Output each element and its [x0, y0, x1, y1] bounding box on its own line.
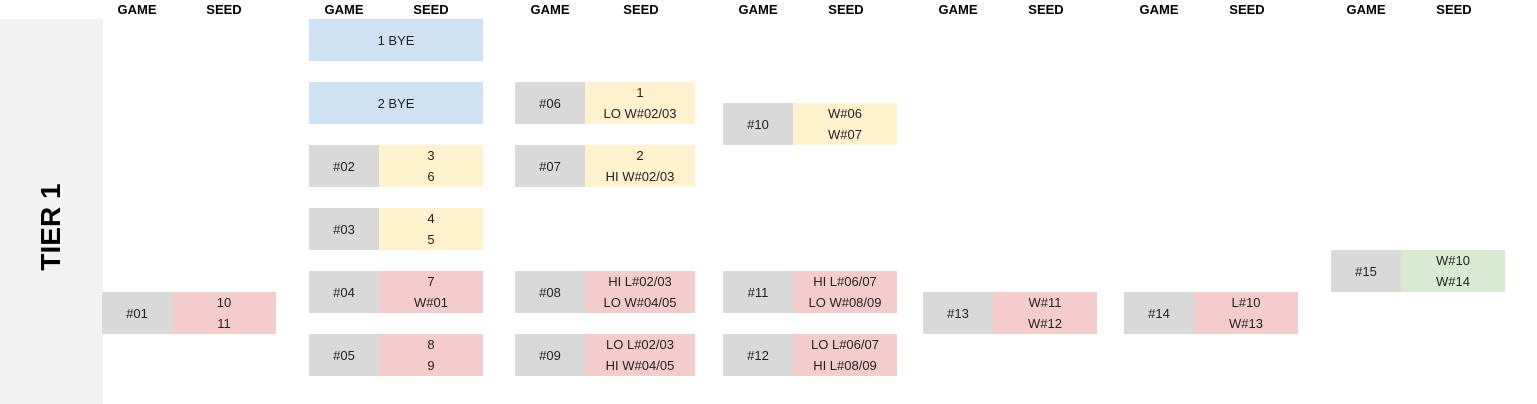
header-game-col2: GAME — [324, 2, 364, 17]
header-game-col1: GAME — [117, 2, 157, 17]
game-08-number[interactable]: #08 — [515, 271, 585, 313]
header-seed-col4: SEED — [828, 2, 864, 17]
seed-line: W#11 — [1028, 295, 1062, 310]
header-seed-col5: SEED — [1028, 2, 1064, 17]
seed-line: LO L#06/07 — [811, 337, 879, 352]
game-09-seeds[interactable]: LO L#02/03 HI W#04/05 — [585, 334, 695, 376]
seed-line: HI W#04/05 — [605, 358, 675, 373]
seed-line: W#12 — [1028, 316, 1062, 331]
game-01-seeds[interactable]: 10 11 — [172, 292, 276, 334]
seed-line: 10 — [216, 295, 232, 310]
seed-line: LO W#02/03 — [603, 106, 677, 121]
seed-line: L#10 — [1231, 295, 1261, 310]
seed-line: HI L#02/03 — [608, 274, 672, 289]
seed-line: W#14 — [1436, 274, 1470, 289]
seed-line: LO L#02/03 — [606, 337, 674, 352]
seed-line: W#07 — [828, 127, 862, 142]
game-03-seeds[interactable]: 4 5 — [379, 208, 483, 250]
game-08-seeds[interactable]: HI L#02/03 LO W#04/05 — [585, 271, 695, 313]
game-04-number[interactable]: #04 — [309, 271, 379, 313]
seed-line: W#01 — [414, 295, 448, 310]
header-game-col3: GAME — [530, 2, 570, 17]
seed-line: 5 — [427, 232, 435, 247]
game-15-number[interactable]: #15 — [1331, 250, 1401, 292]
header-seed-col3: SEED — [623, 2, 659, 17]
seed-line: 3 — [427, 148, 435, 163]
game-05-seeds[interactable]: 8 9 — [379, 334, 483, 376]
game-13-seeds[interactable]: W#11 W#12 — [993, 292, 1097, 334]
seed-line: LO W#08/09 — [808, 295, 882, 310]
tier-label: TIER 1 — [35, 183, 66, 271]
header-game-col4: GAME — [738, 2, 778, 17]
game-02-seeds[interactable]: 3 6 — [379, 145, 483, 187]
game-09-number[interactable]: #09 — [515, 334, 585, 376]
game-06-seeds[interactable]: 1 LO W#02/03 — [585, 82, 695, 124]
header-game-col5: GAME — [938, 2, 978, 17]
seed-line: 1 — [636, 85, 644, 100]
seed-line: 6 — [427, 169, 435, 184]
game-01-number[interactable]: #01 — [102, 292, 172, 334]
game-14-number[interactable]: #14 — [1124, 292, 1194, 334]
bye-cell-1[interactable]: 1 BYE — [309, 19, 483, 61]
header-seed-col2: SEED — [413, 2, 449, 17]
game-12-seeds[interactable]: LO L#06/07 HI L#08/09 — [793, 334, 897, 376]
game-13-number[interactable]: #13 — [923, 292, 993, 334]
seed-line: W#06 — [828, 106, 862, 121]
game-10-seeds[interactable]: W#06 W#07 — [793, 103, 897, 145]
seed-line: HI L#06/07 — [813, 274, 877, 289]
game-12-number[interactable]: #12 — [723, 334, 793, 376]
header-seed-col1: SEED — [206, 2, 242, 17]
game-04-seeds[interactable]: 7 W#01 — [379, 271, 483, 313]
seed-line: HI L#08/09 — [813, 358, 877, 373]
seed-line: 11 — [217, 316, 231, 331]
game-06-number[interactable]: #06 — [515, 82, 585, 124]
game-11-seeds[interactable]: HI L#06/07 LO W#08/09 — [793, 271, 897, 313]
game-05-number[interactable]: #05 — [309, 334, 379, 376]
seed-line: 4 — [427, 211, 435, 226]
game-14-seeds[interactable]: L#10 W#13 — [1194, 292, 1298, 334]
seed-line: W#13 — [1229, 316, 1263, 331]
bye-cell-2[interactable]: 2 BYE — [309, 82, 483, 124]
seed-line: HI W#02/03 — [605, 169, 675, 184]
game-10-number[interactable]: #10 — [723, 103, 793, 145]
tier-panel: TIER 1 — [0, 19, 103, 404]
seed-line: 2 — [636, 148, 644, 163]
header-game-col7: GAME — [1346, 2, 1386, 17]
seed-line: 8 — [427, 337, 435, 352]
game-03-number[interactable]: #03 — [309, 208, 379, 250]
game-07-seeds[interactable]: 2 HI W#02/03 — [585, 145, 695, 187]
game-11-number[interactable]: #11 — [723, 271, 793, 313]
seed-line: W#10 — [1436, 253, 1470, 268]
game-02-number[interactable]: #02 — [309, 145, 379, 187]
seed-line: 7 — [427, 274, 435, 289]
header-seed-col7: SEED — [1436, 2, 1472, 17]
header-seed-col6: SEED — [1229, 2, 1265, 17]
seed-line: LO W#04/05 — [603, 295, 677, 310]
header-game-col6: GAME — [1139, 2, 1179, 17]
game-07-number[interactable]: #07 — [515, 145, 585, 187]
seed-line: 9 — [427, 358, 435, 373]
game-15-seeds[interactable]: W#10 W#14 — [1401, 250, 1505, 292]
